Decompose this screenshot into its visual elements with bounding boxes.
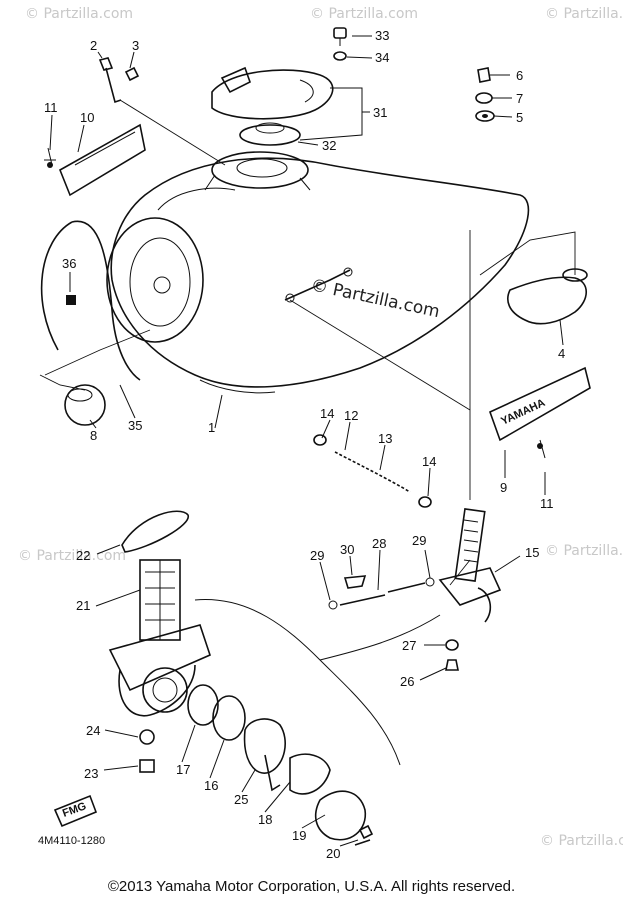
callout-31: 31 [373,105,387,120]
callout-36: 36 [62,256,76,271]
emblem-left [44,123,146,197]
svg-text:© Partzilla.com: © Partzilla.com [25,6,133,22]
cap-bolts [333,27,347,61]
callout-35: 35 [128,418,142,433]
damper-4 [507,268,588,325]
reference-lines [39,99,576,586]
callout-16: 16 [204,778,218,793]
callout-14b: 14 [422,454,436,469]
tube-35 [40,220,141,381]
diagram-code: 4M4110-1280 [38,835,105,847]
center-watermark: © Partzilla.com [309,275,441,322]
svg-text:© Partzilla.com: © Partzilla.com [545,6,623,22]
callout-10: 10 [80,110,94,125]
callout-34: 34 [375,50,389,65]
emblem-right: YAMAHA [489,366,591,459]
callout-4: 4 [558,346,565,361]
callout-13: 13 [378,431,392,446]
mount-bolt-set [475,67,495,122]
callout-33: 33 [375,28,389,43]
fuel-hose [313,434,432,508]
callout-30: 30 [340,542,354,557]
svg-text:© Partzilla.com: © Partzilla.com [540,833,623,849]
svg-text:© Partzilla.com: © Partzilla.com [545,543,623,559]
fuel-cock-parts [187,684,374,846]
callout-19: 19 [292,828,306,843]
watermarks: © Partzilla.com © Partzilla.com © Partzi… [18,6,623,849]
callout-27: 27 [402,638,416,653]
callout-17: 17 [176,762,190,777]
callout-20: 20 [326,846,340,861]
cap-gasket [239,122,301,146]
copyright-notice: ©2013 Yamaha Motor Corporation, U.S.A. A… [107,878,516,895]
callout-18: 18 [258,812,272,827]
emblem-text: YAMAHA [499,397,547,428]
callout-28: 28 [372,536,386,551]
cap-8 [64,384,106,426]
callout-15: 15 [525,545,539,560]
pipe-assembly [328,575,435,610]
callout-2: 2 [90,38,97,53]
fuel-cock-left [108,510,211,773]
callout-1: 1 [208,420,215,435]
callout-12: 12 [344,408,358,423]
callout-32: 32 [322,138,336,153]
fuel-tank [106,151,530,394]
leader-lines [49,35,564,847]
callout-23: 23 [84,766,98,781]
fuel-cap [211,66,334,120]
callouts: 1 2 3 4 5 6 7 8 9 10 11 11 12 13 14 14 1… [44,28,565,861]
parts-diagram: © Partzilla.com © Partzilla.com © Partzi… [18,6,623,861]
callout-29a: 29 [310,548,324,563]
callout-25: 25 [234,792,248,807]
callout-6: 6 [516,68,523,83]
callout-11b: 11 [540,496,554,511]
callout-7: 7 [516,91,523,106]
fuel-cock-right [438,508,502,671]
callout-9: 9 [500,480,507,495]
callout-5: 5 [516,110,523,125]
callout-26: 26 [400,674,414,689]
callout-29b: 29 [412,533,426,548]
callout-14a: 14 [320,406,334,421]
callout-24: 24 [86,723,100,738]
svg-text:© Partzilla.com: © Partzilla.com [310,6,418,22]
svg-text:© Partzilla.com: © Partzilla.com [18,548,126,564]
callout-8: 8 [90,428,97,443]
callout-3: 3 [132,38,139,53]
subassembly-outline [194,599,441,766]
callout-11a: 11 [44,100,58,115]
small-label: FMG [53,794,98,828]
callout-21: 21 [76,598,90,613]
callout-22: 22 [76,548,90,563]
bolt-2-nut-3 [98,57,140,104]
